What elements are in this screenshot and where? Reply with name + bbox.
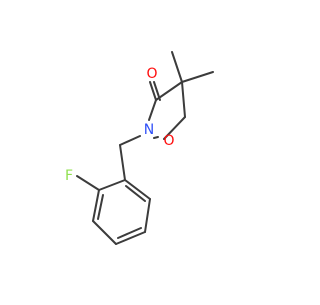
bond-benz-inner-3 [125, 185, 146, 202]
structure-canvas: O N O F [65, 51, 214, 245]
bond-n2-c3 [148, 99, 157, 121]
bond-c3-c4 [155, 81, 183, 101]
bond-c3-o-double-a [149, 81, 157, 101]
bond-benz-inner-1 [97, 194, 104, 220]
bond-benz-6-1 [124, 179, 151, 200]
atom-label-nitrogen: N [144, 122, 154, 138]
bond-c4-c5 [181, 81, 186, 118]
bond-benz-4-5 [115, 231, 146, 245]
atom-label-oxygen-carbonyl: O [146, 66, 157, 82]
molecule-structure: O N O F [65, 51, 214, 245]
bond-n2-ch2 [119, 135, 141, 146]
bond-benz-3-4 [92, 220, 117, 245]
bond-c4-methyl-a [171, 51, 183, 83]
atom-label-fluorine: F [65, 168, 73, 184]
bond-c3-o-double-b [153, 81, 161, 101]
bond-benz-inner-2 [117, 227, 142, 239]
bond-c4-methyl-b [181, 71, 214, 83]
bond-c5-o1 [163, 116, 186, 140]
bond-benz-2-3 [92, 189, 100, 222]
bond-benz-5-6 [144, 198, 151, 233]
bond-c-f [76, 175, 100, 191]
bond-o1-n2 [153, 136, 159, 139]
bond-ch2-benzene [119, 144, 126, 181]
atom-label-oxygen-ring: O [163, 133, 174, 149]
bond-benz-1-2 [98, 179, 126, 191]
